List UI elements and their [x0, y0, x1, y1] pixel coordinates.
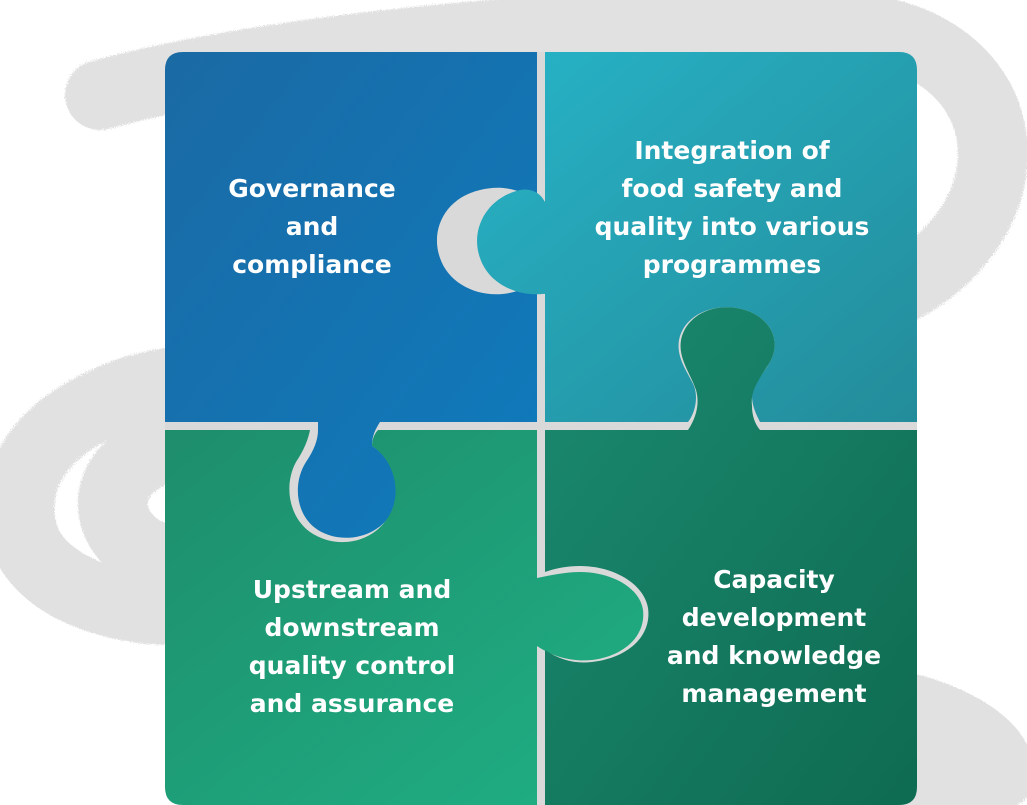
label-integration: Integration of food safety and quality i…: [594, 136, 870, 279]
label-governance: Governance and compliance: [228, 174, 396, 279]
piece-capacity: [545, 307, 917, 805]
label-upstream: Upstream and downstream quality control …: [248, 575, 456, 718]
piece-governance: [165, 52, 537, 538]
piece-upstream: [165, 430, 644, 805]
label-capacity: Capacity development and knowledge manag…: [666, 565, 882, 708]
piece-integration: [477, 52, 917, 422]
